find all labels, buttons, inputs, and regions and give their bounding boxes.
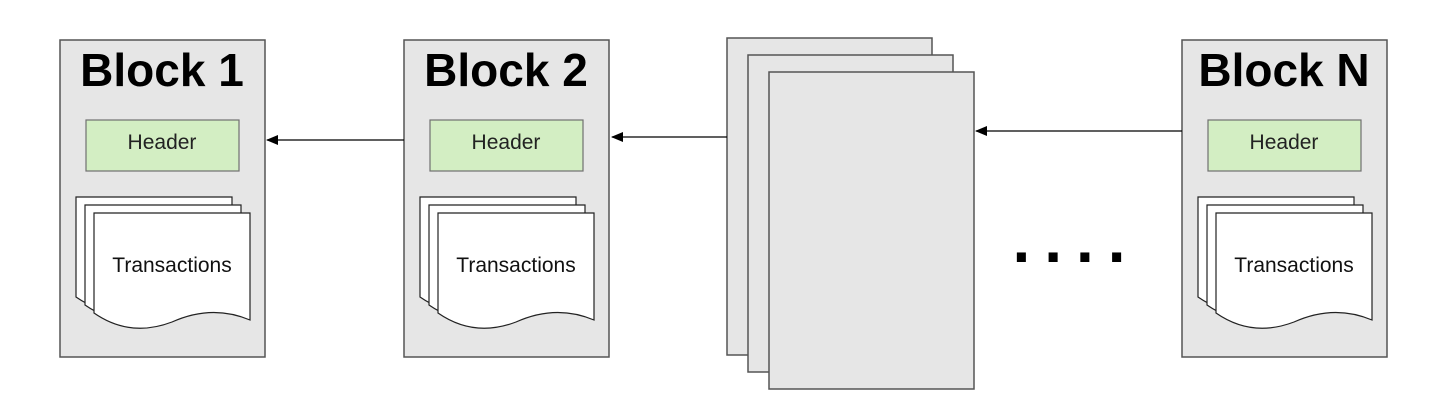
- block-1-header-label: Header: [128, 131, 197, 154]
- block-2-title: Block 2: [424, 44, 588, 96]
- block-n-transactions-label: Transactions: [1234, 254, 1353, 277]
- block-n-header-label: Header: [1250, 131, 1319, 154]
- block-1-title: Block 1: [80, 44, 244, 96]
- block-1-transactions-label: Transactions: [112, 254, 231, 277]
- block-n-title: Block N: [1198, 44, 1369, 96]
- block-n: Block N Header Transactions: [1181, 39, 1388, 358]
- block-1: Block 1 Header Transactions: [59, 39, 266, 358]
- block-2-header: Header: [429, 119, 584, 172]
- block-2-header-label: Header: [472, 131, 541, 154]
- ellipsis: ....: [1012, 204, 1139, 276]
- block-n-transactions: Transactions: [1197, 196, 1373, 329]
- block-2: Block 2 Header Transactions: [403, 39, 610, 358]
- block-n-header: Header: [1207, 119, 1362, 172]
- block-1-header: Header: [85, 119, 240, 172]
- block-2-transactions: Transactions: [419, 196, 595, 329]
- intermediate-blocks-stack: [726, 37, 975, 390]
- block-2-transactions-label: Transactions: [456, 254, 575, 277]
- block-1-transactions: Transactions: [75, 196, 251, 329]
